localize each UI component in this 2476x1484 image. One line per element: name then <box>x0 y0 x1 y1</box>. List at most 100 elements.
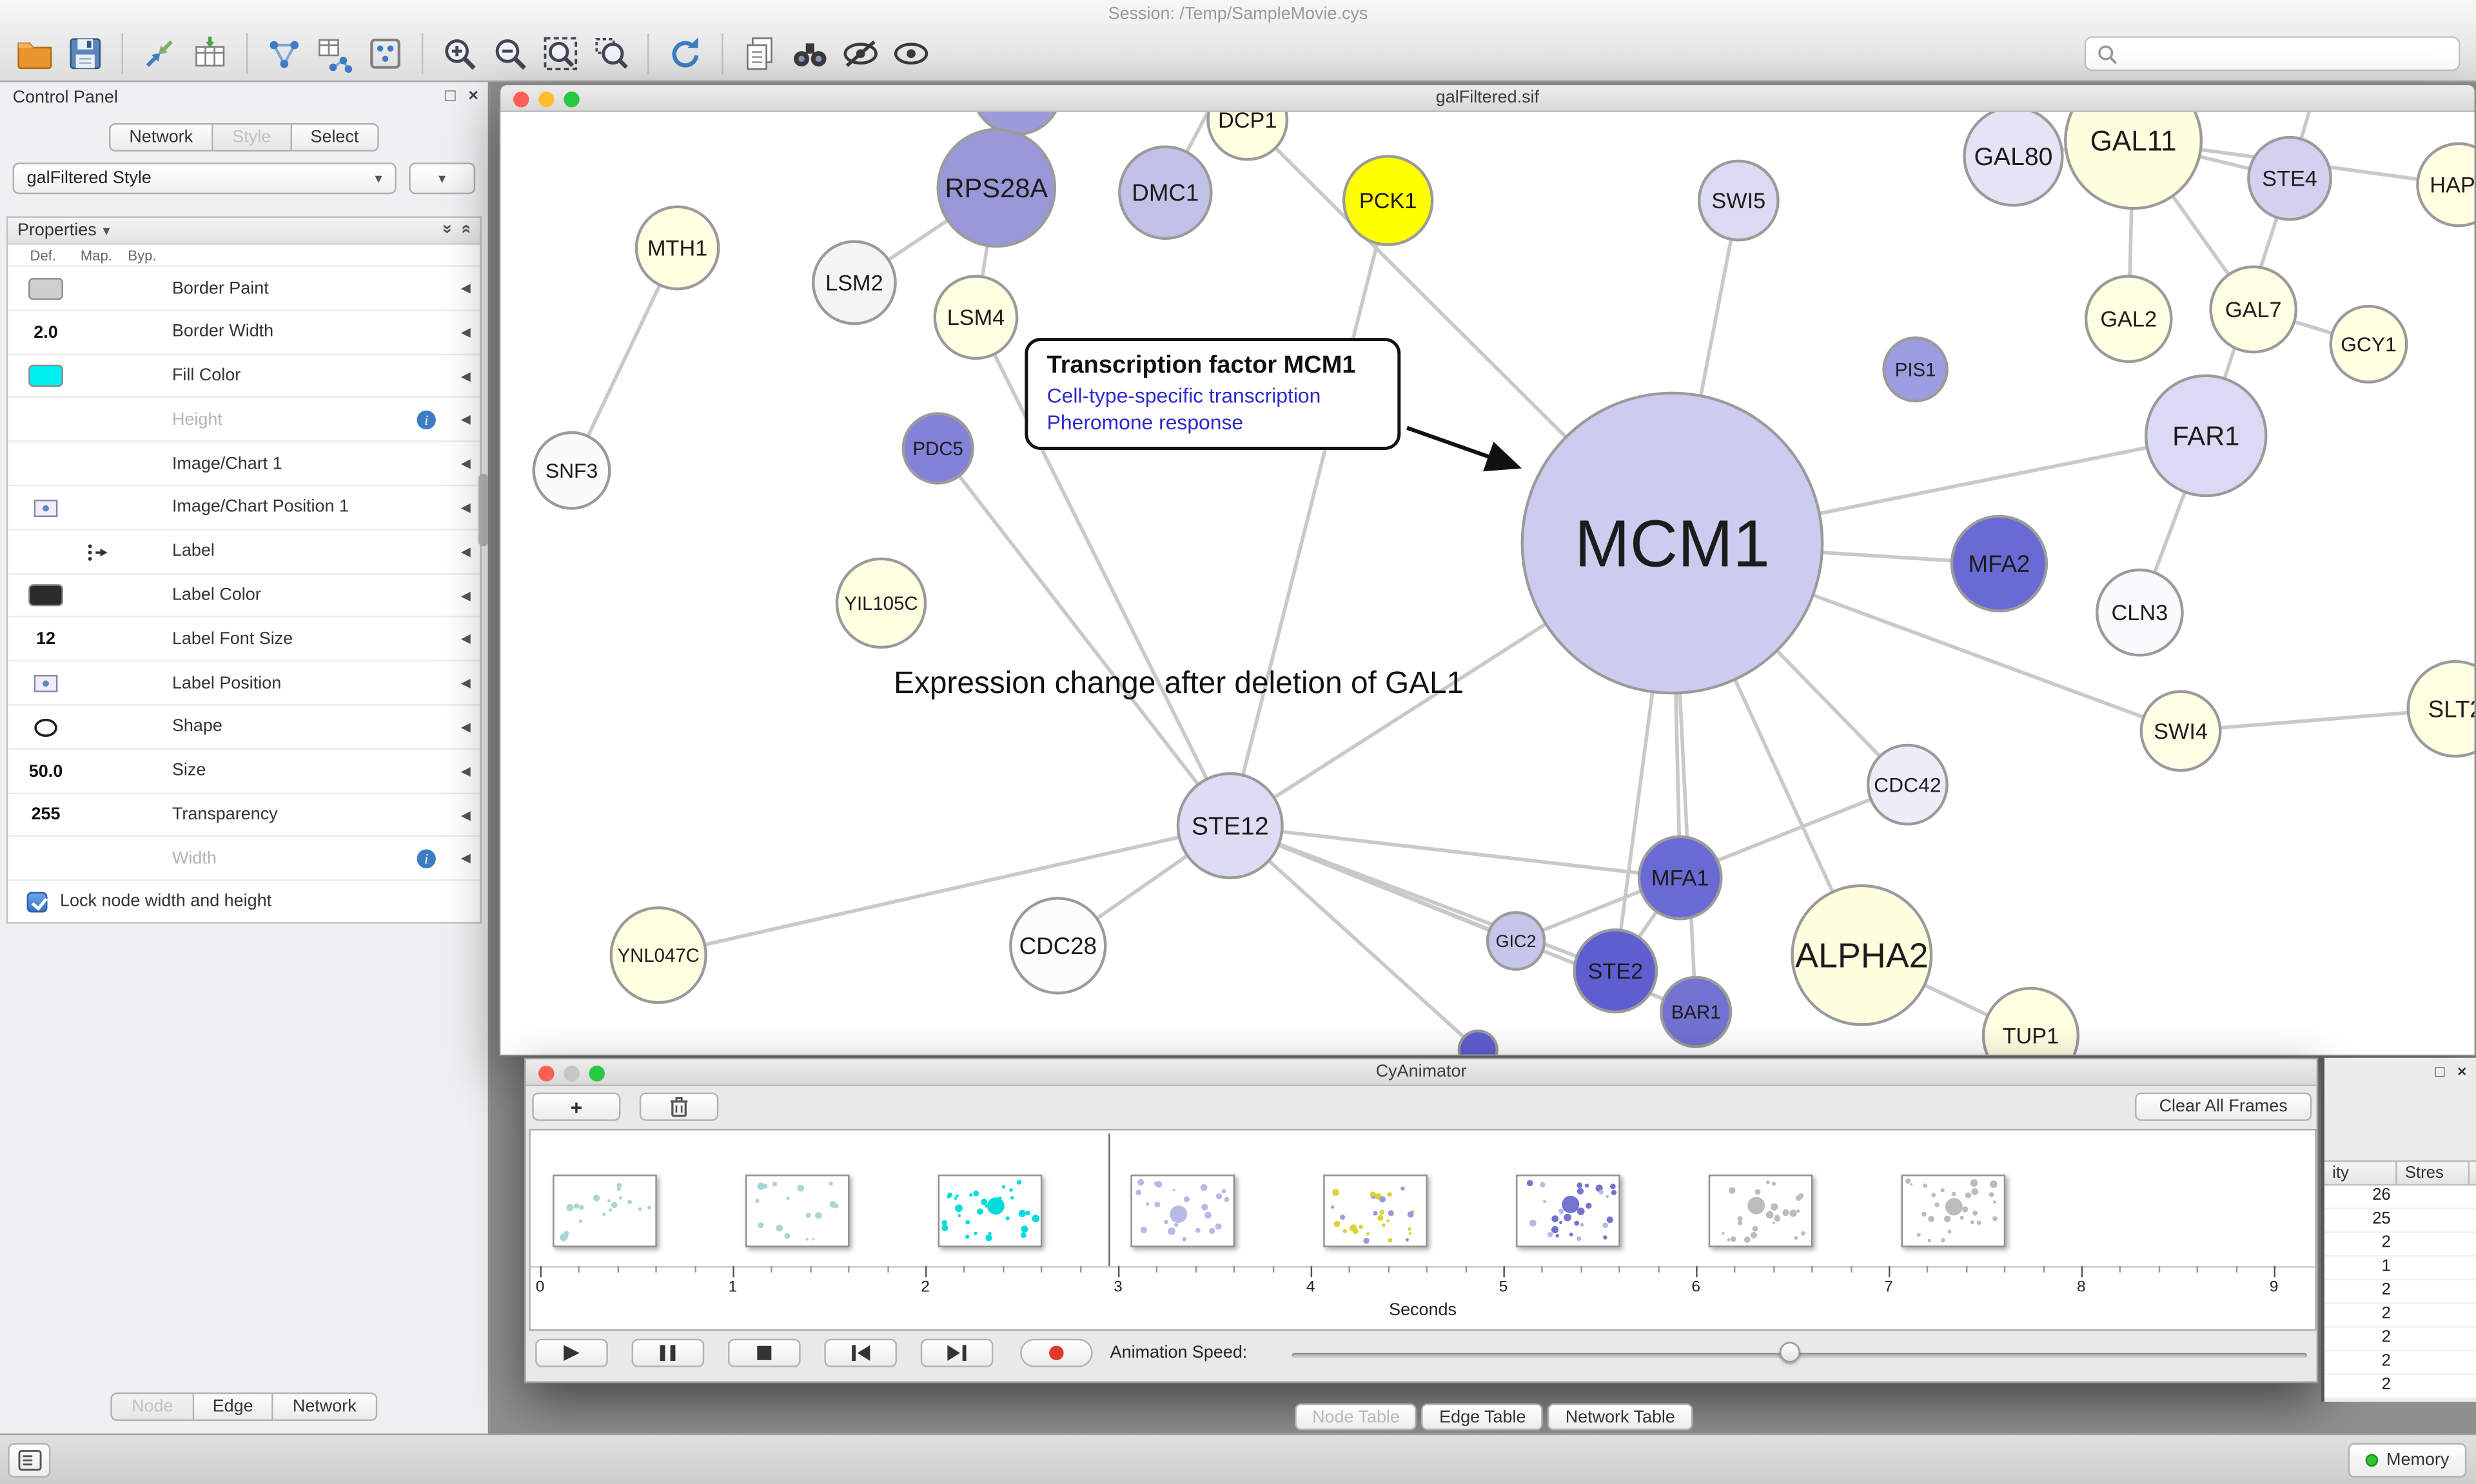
table-row[interactable]: 2 <box>2324 1375 2476 1399</box>
playhead[interactable] <box>1108 1133 1110 1267</box>
memory-button[interactable]: Memory <box>2348 1443 2467 1478</box>
hide-icon[interactable] <box>836 30 886 77</box>
table-tab-network-table[interactable]: Network Table <box>1548 1403 1693 1430</box>
frame-thumbnail[interactable] <box>1323 1175 1428 1247</box>
default-value-cell[interactable]: 255 <box>21 794 71 837</box>
network-node-GAL2[interactable] <box>2084 275 2173 364</box>
network-node-ALPHA2[interactable] <box>1791 884 1933 1026</box>
network-node-GAL7[interactable] <box>2209 265 2298 354</box>
bypass-cell[interactable] <box>124 355 166 398</box>
network-node-GCY1[interactable] <box>2329 304 2408 384</box>
network-node-GAL11[interactable] <box>2064 112 2203 210</box>
expand-all-icon[interactable]: » <box>437 224 457 234</box>
bypass-cell[interactable] <box>124 618 166 661</box>
style-options-button[interactable]: ▾ <box>409 162 476 195</box>
network-edge[interactable] <box>658 824 1231 957</box>
network-arrows-icon[interactable] <box>259 30 310 77</box>
minimize-window-icon[interactable] <box>564 1064 580 1081</box>
style-target-tab-edge[interactable]: Edge <box>193 1392 274 1421</box>
style-target-tab-node[interactable]: Node <box>111 1392 194 1421</box>
network-node-MTH1[interactable] <box>634 205 720 291</box>
default-value-cell[interactable]: 2.0 <box>21 311 71 355</box>
zoom-in-icon[interactable] <box>434 30 484 77</box>
property-row-label[interactable]: Label◀ <box>8 530 480 574</box>
network-node-SWI4[interactable] <box>2139 690 2222 772</box>
property-row-fill-color[interactable]: Fill Color◀ <box>8 355 480 399</box>
bypass-cell[interactable] <box>124 794 166 837</box>
tab-select[interactable]: Select <box>291 123 380 152</box>
expand-row-icon[interactable]: ◀ <box>460 851 471 866</box>
network-node-RPS28A[interactable] <box>936 128 1057 248</box>
table-row[interactable]: 25 <box>2324 1209 2476 1233</box>
close-window-icon[interactable] <box>513 90 529 107</box>
collapse-all-icon[interactable]: » <box>456 224 475 234</box>
mapping-cell[interactable] <box>77 794 119 837</box>
expand-row-icon[interactable]: ◀ <box>460 500 471 515</box>
default-value-cell[interactable] <box>21 355 71 398</box>
network-node-MFA1[interactable] <box>1637 835 1723 921</box>
zoom-window-icon[interactable] <box>589 1064 605 1081</box>
network-edge[interactable] <box>1230 824 1681 880</box>
float-panel-icon[interactable]: □ <box>2435 1064 2445 1082</box>
network-node-YNL047C[interactable] <box>609 906 707 1004</box>
add-frame-button[interactable]: + <box>532 1092 621 1121</box>
network-node-SLT2[interactable] <box>2406 659 2475 758</box>
mapping-cell[interactable] <box>77 442 119 486</box>
expand-row-icon[interactable]: ◀ <box>460 413 471 427</box>
network-node-TUP1[interactable] <box>1981 986 2080 1055</box>
pause-button[interactable] <box>631 1338 705 1367</box>
bypass-cell[interactable] <box>124 706 166 750</box>
network-edge[interactable] <box>974 316 1232 827</box>
mapping-cell[interactable] <box>77 706 119 750</box>
bypass-cell[interactable] <box>124 530 166 574</box>
tab-style[interactable]: Style <box>213 123 292 152</box>
animation-speed-slider-knob[interactable] <box>1780 1342 1800 1363</box>
network-edge[interactable] <box>1228 824 1480 1051</box>
network-node-BAR1[interactable] <box>1660 975 1733 1048</box>
mapping-cell[interactable] <box>77 530 119 574</box>
expand-row-icon[interactable]: ◀ <box>460 280 471 295</box>
property-row-border-paint[interactable]: Border Paint◀ <box>8 267 480 311</box>
network-node-CDC28[interactable] <box>1009 897 1107 995</box>
network-node-MFA2[interactable] <box>1950 514 2049 612</box>
mapping-cell[interactable] <box>77 267 119 311</box>
frame-thumbnail[interactable] <box>1901 1175 2006 1247</box>
default-value-cell[interactable] <box>21 486 71 530</box>
close-panel-icon[interactable]: × <box>2457 1064 2467 1082</box>
network-node-SNF3[interactable] <box>532 431 611 510</box>
expand-row-icon[interactable]: ◀ <box>460 719 471 734</box>
style-target-tab-network[interactable]: Network <box>273 1392 377 1421</box>
expand-row-icon[interactable]: ◀ <box>460 456 471 471</box>
network-node-MCM1[interactable] <box>1520 391 1824 695</box>
default-value-cell[interactable] <box>21 442 71 486</box>
annotation-link[interactable]: Cell-type-specific transcription <box>1046 384 1321 407</box>
search-network-icon[interactable] <box>785 30 835 77</box>
annotation-box[interactable]: Transcription factor MCM1 Cell-type-spec… <box>1025 338 1401 450</box>
import-table-icon[interactable] <box>185 30 235 77</box>
table-column-header[interactable]: Stres <box>2397 1162 2470 1184</box>
save-icon[interactable] <box>60 30 110 77</box>
network-node-SWI5[interactable] <box>1697 159 1780 242</box>
table-tab-edge-table[interactable]: Edge Table <box>1422 1403 1544 1430</box>
mapping-cell[interactable] <box>77 837 119 881</box>
property-row-shape[interactable]: Shape◀ <box>8 706 480 750</box>
delete-frame-button[interactable] <box>639 1092 719 1121</box>
bypass-cell[interactable] <box>124 267 166 311</box>
default-value-cell[interactable] <box>21 837 71 881</box>
default-value-cell[interactable] <box>21 706 71 750</box>
network-node-FAR1[interactable] <box>2144 374 2268 498</box>
table-row[interactable]: 26 <box>2324 1186 2476 1209</box>
lock-size-checkbox[interactable] <box>26 891 48 912</box>
expand-row-icon[interactable]: ◀ <box>460 632 471 647</box>
control-panel-scrollbar-thumb[interactable] <box>478 473 488 547</box>
bypass-cell[interactable] <box>124 837 166 881</box>
table-row[interactable]: 2 <box>2324 1280 2476 1304</box>
network-node-partial[interactable] <box>1457 1029 1498 1055</box>
new-network-icon[interactable] <box>360 30 410 77</box>
table-column-header[interactable]: ity <box>2324 1162 2397 1184</box>
mapping-cell[interactable] <box>77 355 119 398</box>
